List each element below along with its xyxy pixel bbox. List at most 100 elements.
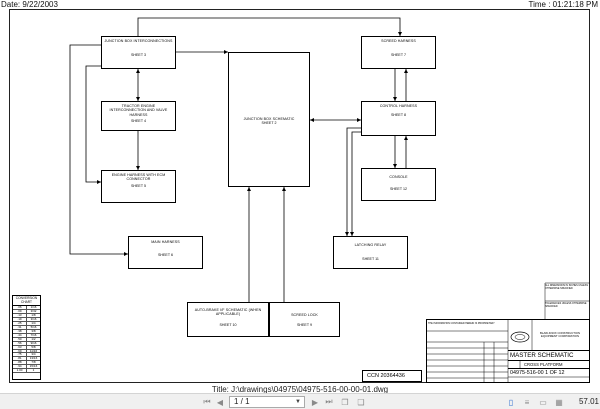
page-select-value: 1 / 1 (234, 397, 250, 406)
conversion-fraction: 3/32 (30, 309, 37, 314)
continuous-view-icon[interactable]: ≡ (524, 397, 530, 407)
conversion-decimal: .63 (13, 345, 27, 349)
conversion-decimal: .56 (13, 341, 27, 345)
print-time: Time : 01:21:18 PM (528, 0, 598, 9)
block-screed-harness: SCREED HARNESS SHEET 7 (361, 36, 436, 69)
conversion-fraction: 1/4 (31, 320, 36, 325)
block-sheet: SHEET 10 (219, 323, 237, 327)
conversion-fraction: 3/8 (31, 328, 36, 333)
facing-view-icon[interactable]: ▭ (539, 397, 547, 407)
chevron-down-icon: ▼ (295, 399, 301, 405)
conversion-decimal: .50 (13, 337, 27, 341)
zoom-level[interactable]: 57.01 (578, 397, 599, 406)
conversion-fraction: 11/16 (29, 348, 38, 353)
conversion-fraction: 9/16 (30, 340, 37, 345)
block-title: CONSOLE (389, 175, 408, 179)
rotate-page-icon[interactable]: ❑ (357, 397, 365, 407)
company-name: BLAW-KNOX CONSTRUCTION EQUIPMENT CORPORA… (540, 331, 580, 339)
block-title: SCREED LOCK (291, 313, 318, 317)
block-control-harness: CONTROL HARNESS SHEET 8 (361, 101, 436, 136)
conversion-decimal: .38 (13, 329, 27, 333)
block-sheet: SHEET 9 (297, 323, 312, 327)
ccn-number: CCN 20364436 (362, 370, 422, 382)
conversion-decimal: .81 (13, 356, 27, 361)
conversion-chart-row: .13 1/8 (13, 313, 40, 318)
conversion-chart-row: .63 5/8 (13, 344, 40, 350)
block-screed-lock: SCREED LOCK SHEET 9 (269, 302, 340, 337)
conversion-decimal: .19 (13, 317, 27, 321)
conversion-decimal: .75 (13, 353, 27, 357)
conversion-decimal: .69 (13, 349, 27, 353)
conversion-decimal: .88 (13, 360, 27, 365)
block-title: ENGINE HARNESS WITH ECM CONNECTOR (111, 173, 166, 182)
block-main-harness: MAIN HARNESS SHEET 6 (128, 236, 203, 269)
conversion-chart-row: .50 1/2 (13, 336, 40, 342)
block-title: AUTO-BRAKE I/F SCHEMATIC (WHEN APPLICABL… (194, 308, 262, 317)
block-title: JUNCTION BOX SCHEMATIC (243, 117, 295, 121)
block-tractor-engine: TRACTOR ENGINE INTERCONNECTION AND VALVE… (101, 101, 176, 131)
conversion-fraction: 1/2 (31, 336, 36, 341)
single-page-view-icon[interactable]: ▯ (508, 397, 514, 407)
conversion-decimal: .13 (13, 313, 27, 317)
block-title: SCREED HARNESS (381, 39, 416, 43)
prev-page-icon[interactable]: ◀ (216, 397, 224, 407)
conversion-fraction: 3/16 (30, 317, 37, 321)
conversion-fraction: 1 (32, 368, 35, 373)
block-title: LATCHING RELAY (354, 243, 387, 247)
title-block-rev-notes: ALL DIMENSIONS IN INCHES UNLESS OTHERWIS… (545, 284, 588, 290)
conversion-fraction: 7/16 (30, 332, 37, 337)
block-title: MAIN HARNESS (151, 240, 180, 244)
conversion-decimal: 1.00 (13, 368, 27, 373)
conversion-decimal: .94 (13, 364, 27, 369)
first-page-icon[interactable]: ⏮ (203, 397, 211, 406)
block-sheet: SHEET 8 (391, 113, 406, 117)
conversion-fraction: 1/16 (30, 305, 37, 310)
conversion-chart-row: .38 3/8 (13, 328, 40, 334)
block-engine-harness: ENGINE HARNESS WITH ECM CONNECTOR SHEET … (101, 170, 176, 203)
conversion-chart-title: CONVERSION CHART (13, 296, 40, 307)
conversion-decimal: .25 (13, 321, 27, 325)
conversion-fraction: 7/8 (31, 360, 36, 365)
block-title: JUNCTION BOX INTERCONNECTIONS (104, 39, 173, 43)
next-page-icon[interactable]: ▶ (311, 397, 319, 407)
conversion-fraction: 1/8 (31, 313, 36, 318)
title-block-notes: THE INFORMATION CONTAINED HEREIN IS PROP… (428, 322, 495, 325)
conversion-chart-row: 1.00 1 (13, 368, 40, 374)
block-junction-box-interconnections: JUNCTION BOX INTERCONNECTIONS SHEET 3 (101, 36, 176, 69)
conversion-fraction: 5/8 (31, 344, 36, 349)
page-select[interactable]: 1 / 1 ▼ (229, 396, 305, 408)
conversion-decimal: .09 (13, 309, 27, 314)
block-latching-relay: LATCHING RELAY SHEET 11 (333, 236, 408, 269)
copy-page-icon[interactable]: ❐ (341, 397, 349, 407)
block-auto-brake: AUTO-BRAKE I/F SCHEMATIC (WHEN APPLICABL… (187, 302, 269, 337)
block-sheet: SHEET 6 (158, 253, 173, 257)
block-sheet: SHEET 3 (131, 53, 146, 57)
title-block-tolerances: TOLERANCES UNLESS OTHERWISE SPECIFIED (545, 302, 587, 308)
block-junction-box-schematic: JUNCTION BOX SCHEMATIC SHEET 2 (228, 52, 310, 187)
block-title: CONTROL HARNESS (379, 104, 418, 108)
block-sheet: SHEET 4 (131, 119, 146, 123)
drawing-subtitle: CROSS PLATFORM (508, 360, 590, 368)
conversion-fraction: 5/16 (30, 324, 37, 329)
print-date: Date: 9/22/2003 (1, 0, 58, 9)
last-page-icon[interactable]: ⏭ (325, 397, 333, 406)
block-console: CONSOLE SHEET 12 (361, 168, 436, 201)
conversion-decimal: .31 (13, 325, 27, 329)
conversion-decimal: .06 (13, 305, 27, 310)
block-sheet: SHEET 12 (390, 187, 407, 191)
block-sheet: SHEET 2 (261, 121, 277, 125)
block-sheet: SHEET 5 (131, 184, 146, 188)
grid-view-icon[interactable]: ▦ (555, 397, 563, 407)
block-title: TRACTOR ENGINE INTERCONNECTION AND VALVE… (109, 104, 168, 117)
conversion-decimal: .44 (13, 333, 27, 337)
